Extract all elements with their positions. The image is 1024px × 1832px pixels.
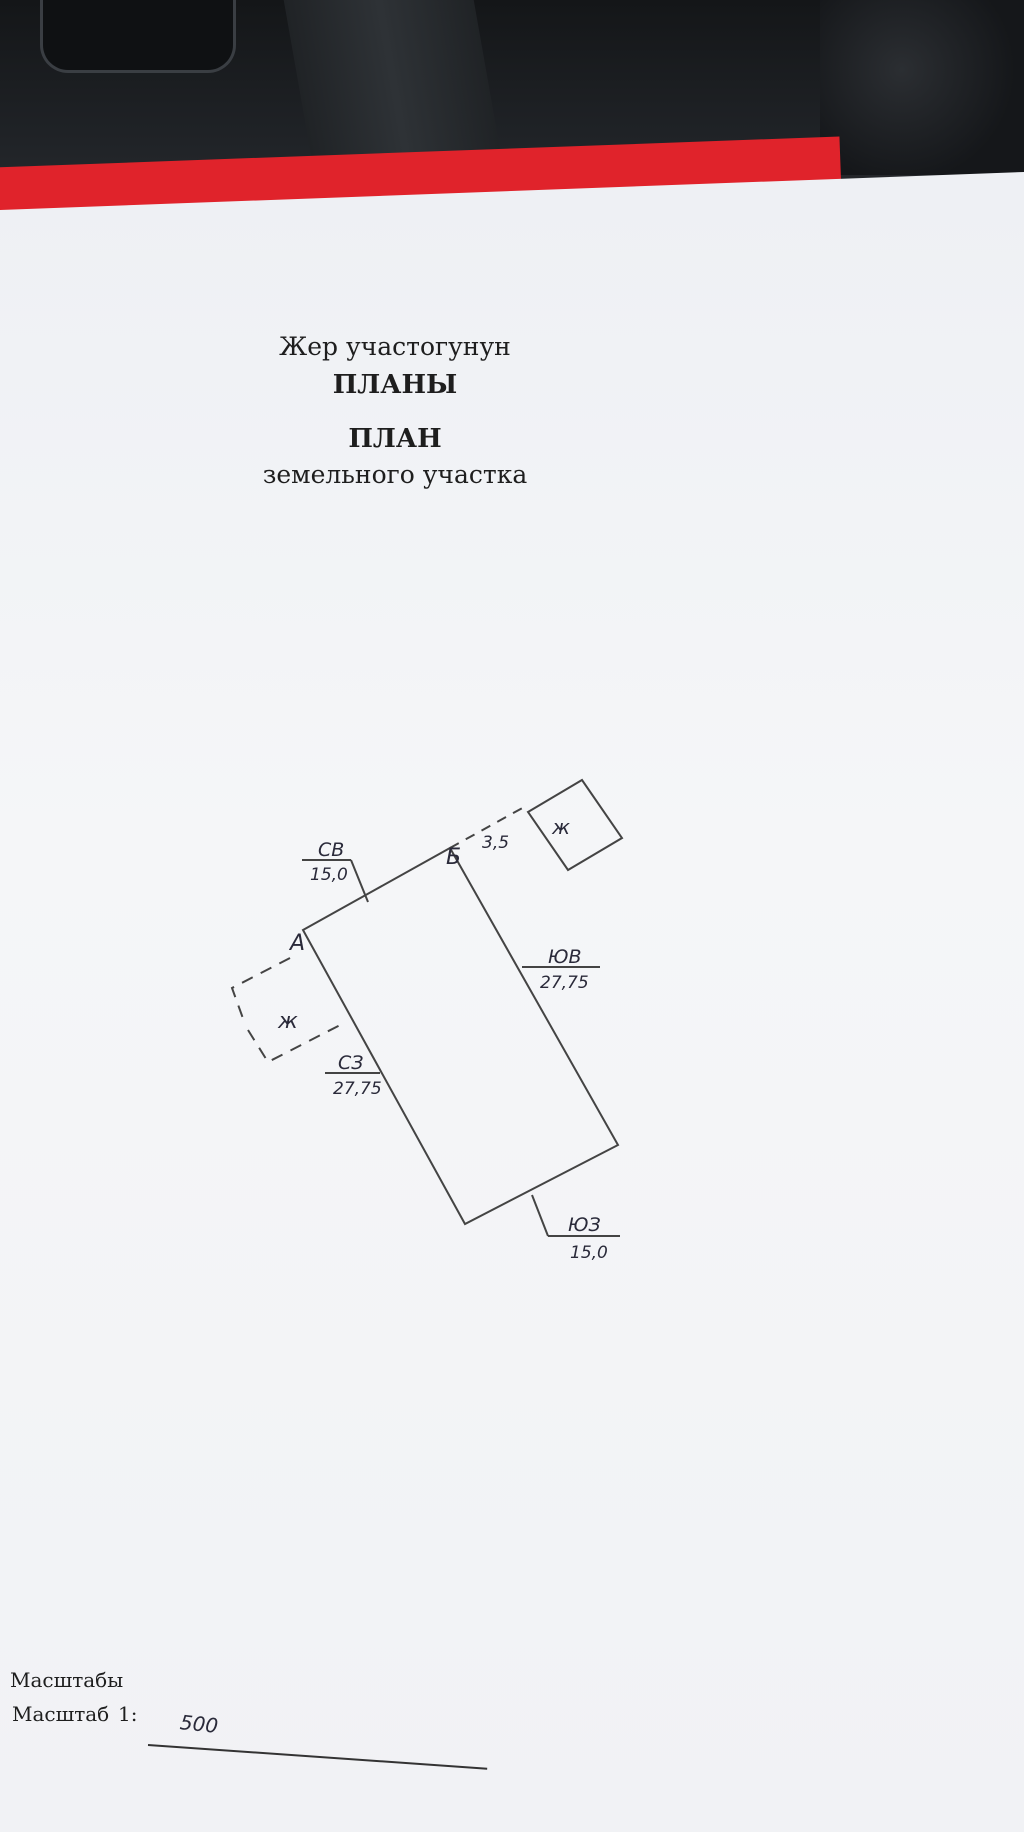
scale-label-kyrgyz: Масштабы xyxy=(10,1668,124,1692)
building-left-dashed xyxy=(230,957,291,1025)
side-se-direction: ЮВ xyxy=(548,946,582,968)
point-b-label: Б xyxy=(446,845,461,870)
offset-distance: 3,5 xyxy=(482,833,509,853)
scale-label-russian: Масштаб xyxy=(12,1702,110,1726)
scale-prefix: 1: xyxy=(118,1702,138,1726)
scale-value: 500 xyxy=(178,1710,220,1738)
title-russian-line1: ПЛАН xyxy=(348,424,442,454)
building-right-label: ж xyxy=(551,815,570,839)
offset-dashed-line xyxy=(449,805,527,849)
air-vent xyxy=(40,0,236,73)
document-page xyxy=(0,172,1024,1832)
side-sw-length: 15,0 xyxy=(570,1243,608,1263)
side-se-length: 27,75 xyxy=(540,973,589,993)
side-sw-direction: ЮЗ xyxy=(568,1214,601,1236)
point-a-label: A xyxy=(288,931,305,956)
car-seat xyxy=(820,0,1024,175)
title-kyrgyz-line1: Жер участогунун xyxy=(279,332,511,361)
building-left-label: ж xyxy=(277,1009,298,1034)
title-kyrgyz-line2: ПЛАНЫ xyxy=(332,370,458,400)
leader-sw xyxy=(531,1194,549,1237)
side-ne-direction: СВ xyxy=(318,839,344,861)
building-right xyxy=(526,778,624,872)
leader-ne xyxy=(350,859,369,903)
title-russian-line2: земельного участка xyxy=(262,460,528,489)
side-nw-length: 27,75 xyxy=(333,1079,382,1099)
plot-boundary xyxy=(301,846,620,1226)
side-ne-length: 15,0 xyxy=(310,865,348,885)
side-nw-direction: СЗ xyxy=(338,1052,363,1074)
